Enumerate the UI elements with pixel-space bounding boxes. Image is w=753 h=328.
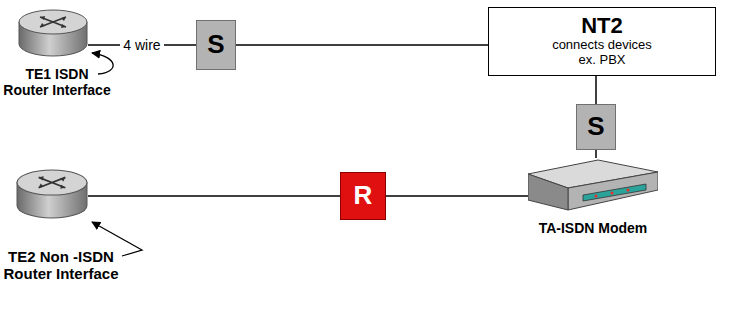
connector-line <box>88 195 340 197</box>
connector-line <box>386 195 528 197</box>
modem-led <box>610 191 613 194</box>
nt2-box: NT2connects devices ex. PBX <box>488 7 716 76</box>
router-top <box>17 170 87 195</box>
router-drawing <box>18 8 88 58</box>
device-label: TE2 Non -ISDN Router Interface <box>2 248 120 283</box>
modem-led <box>594 194 597 197</box>
router-arrows <box>40 17 66 27</box>
router-top <box>19 10 87 34</box>
modem-side <box>528 174 568 210</box>
modem-led <box>626 188 629 191</box>
wire-label: 4 wire <box>120 37 163 53</box>
box-description: connects devices ex. PBX <box>546 38 658 68</box>
reference-point-box: R <box>340 172 386 220</box>
device-label: TE1 ISDN Router Interface <box>2 66 112 98</box>
label-holder: TE2 Non -ISDN Router Interface <box>2 248 120 283</box>
reference-point-letter: R <box>354 181 373 211</box>
modem-front <box>568 172 658 210</box>
reference-point-letter: S <box>587 112 604 142</box>
connector-line <box>236 44 488 46</box>
label-holder: TA-ISDN Modem <box>518 220 668 236</box>
reference-point-box: S <box>576 104 616 150</box>
connector-line <box>595 150 597 158</box>
device-label: TA-ISDN Modem <box>518 220 668 236</box>
modem-led-panel <box>583 184 646 201</box>
reference-point-letter: S <box>207 30 224 60</box>
router-arrowheads <box>39 176 66 188</box>
modem-drawing <box>528 158 658 213</box>
box-title: NT2 <box>581 13 623 38</box>
reference-point-box: S <box>196 20 236 70</box>
router-arrowheads <box>40 16 66 28</box>
router-icon: TE1 ISDN Router Interface <box>18 8 88 58</box>
modem-icon: TA-ISDN Modem <box>528 158 658 213</box>
connector-line <box>595 76 597 104</box>
router-drawing <box>16 168 88 220</box>
leader-line <box>92 53 113 74</box>
router-icon: TE2 Non -ISDN Router Interface <box>16 168 88 220</box>
label-holder: TE1 ISDN Router Interface <box>2 66 112 98</box>
